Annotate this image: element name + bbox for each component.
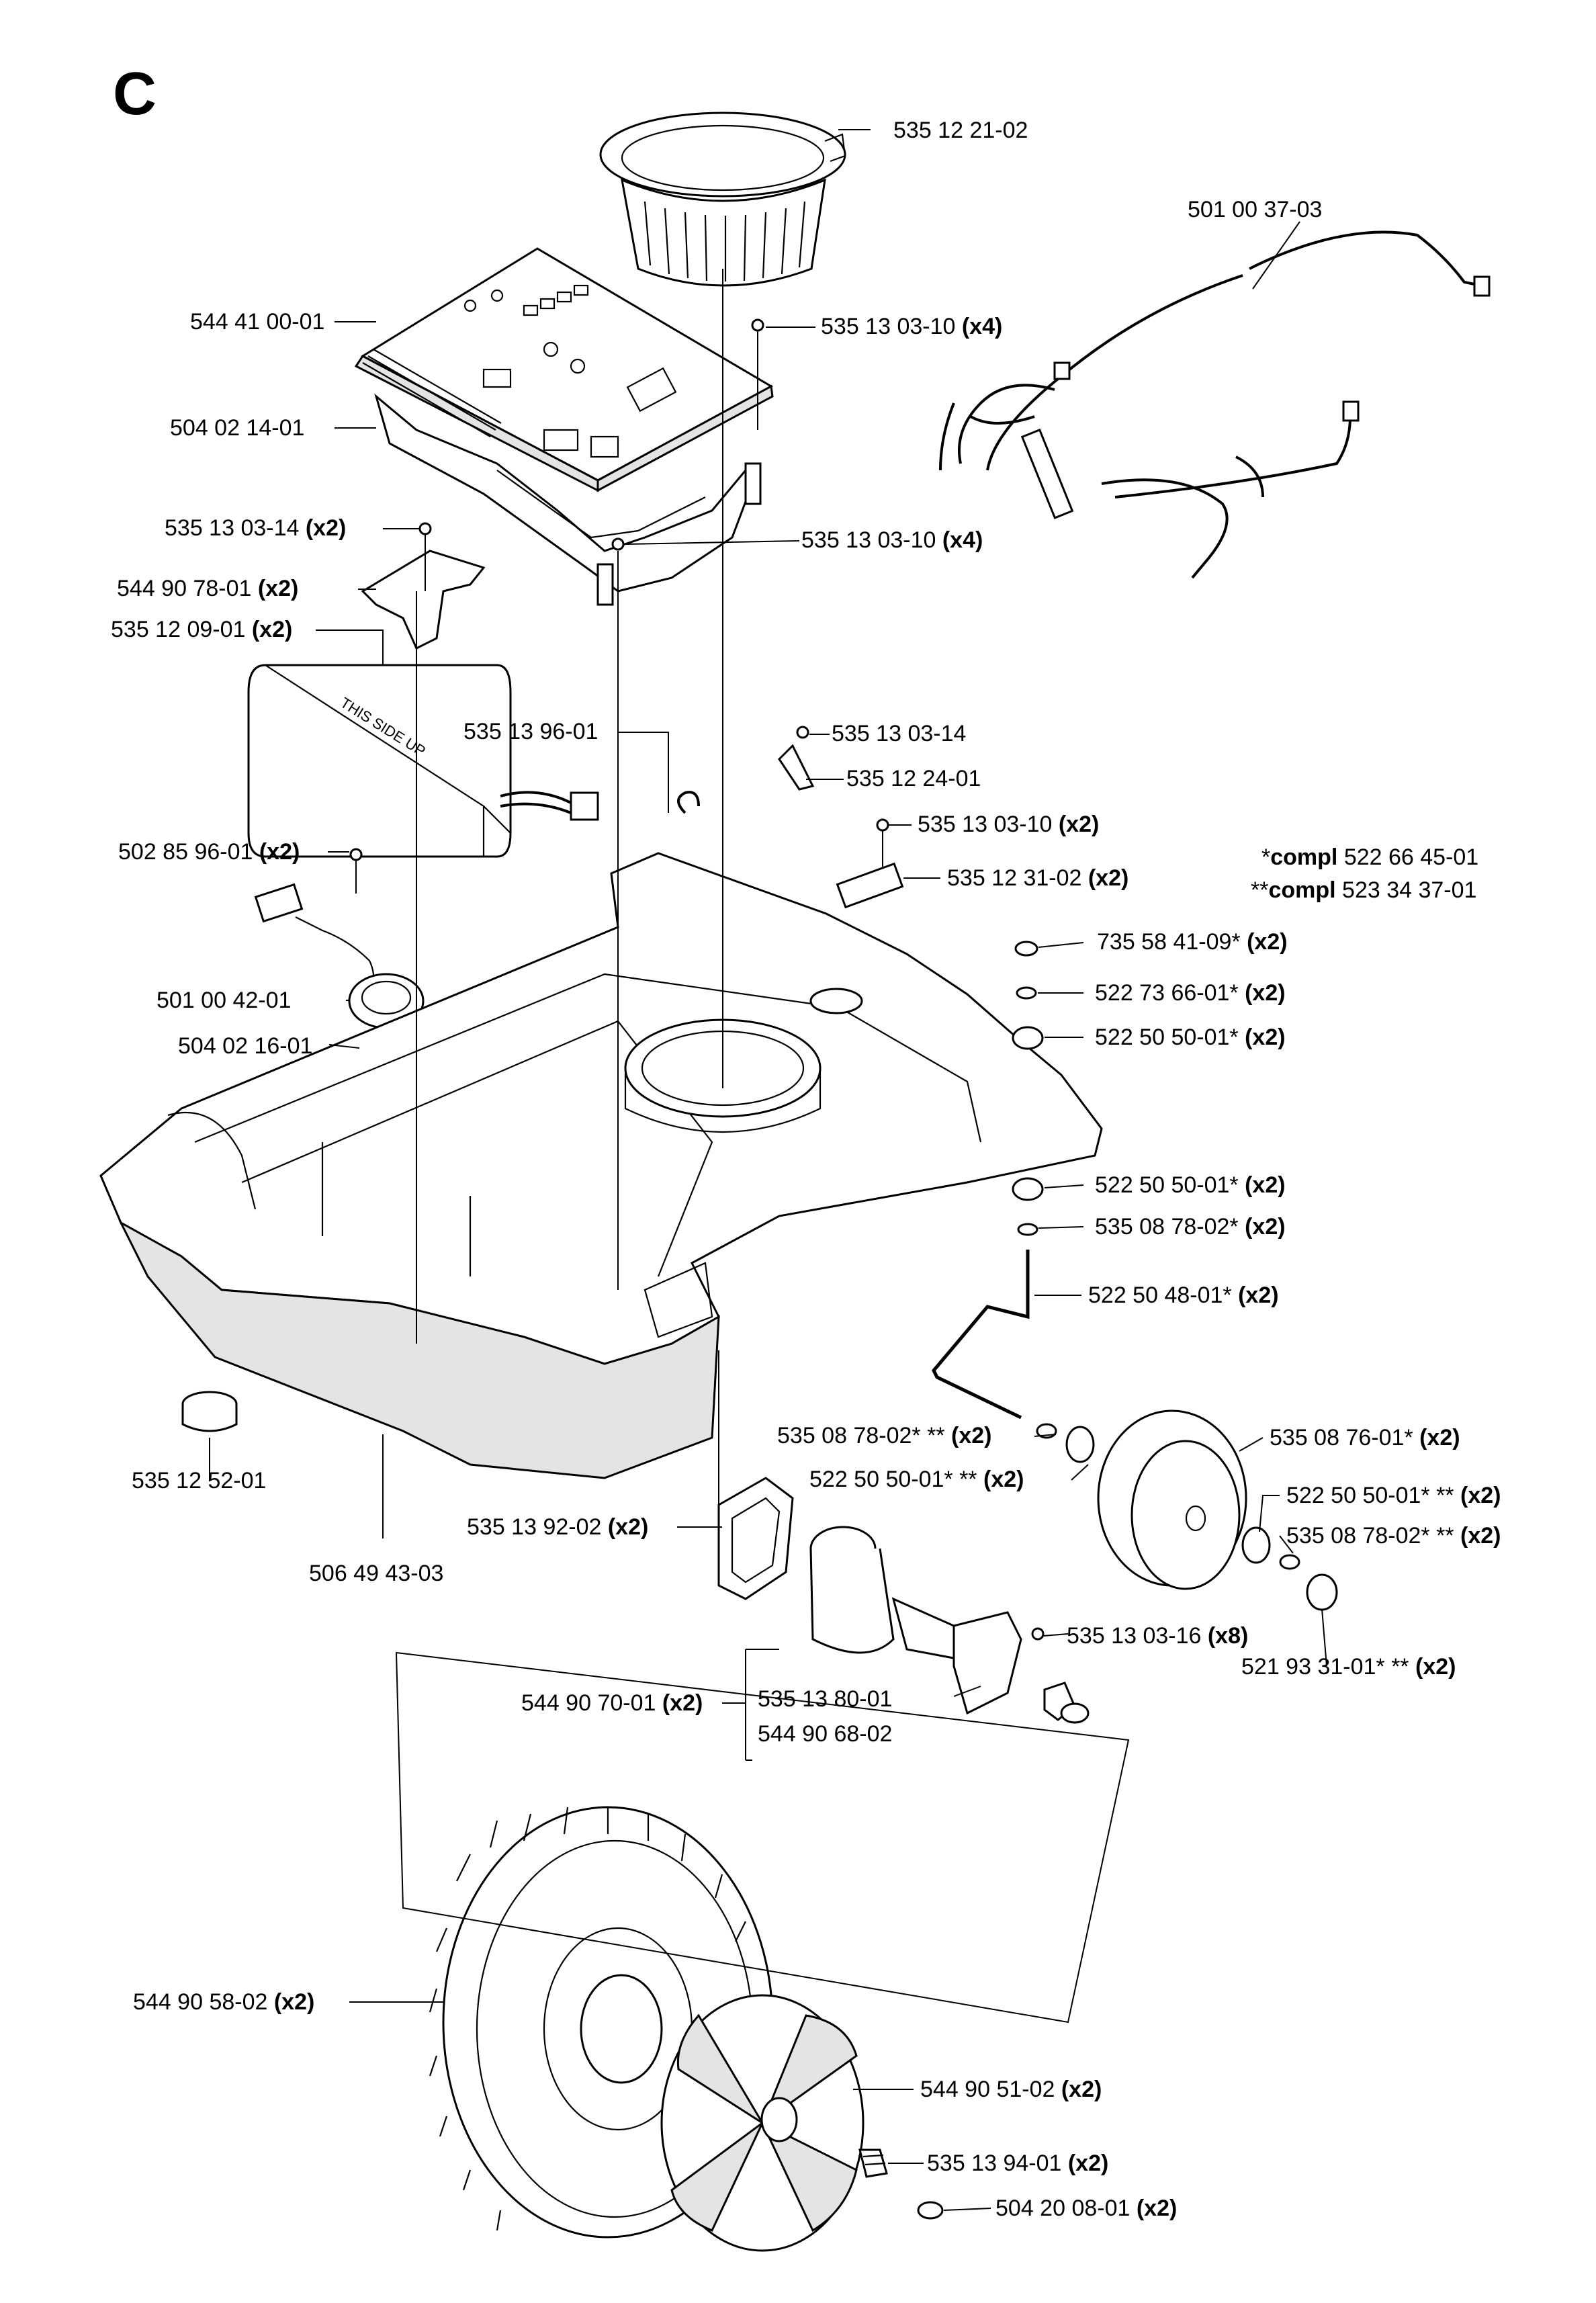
hub-screw — [858, 2148, 944, 2220]
label-501-00-42-01: 501 00 42-01 — [157, 988, 291, 1013]
leader-lines — [209, 129, 1327, 2211]
label-504-02-14-01: 504 02 14-01 — [170, 415, 304, 441]
label-535-12-52-01: 535 12 52-01 — [132, 1468, 266, 1493]
board-tray — [374, 393, 762, 606]
chassis-body — [99, 852, 1103, 1479]
label-544-90-51-02: 544 90 51-02 (x2) — [920, 2077, 1102, 2102]
height-adjust-ring — [599, 112, 846, 287]
label-535-13-94-01: 535 13 94-01 (x2) — [927, 2150, 1108, 2176]
label-522-50-50-01-a: 522 50 50-01* (x2) — [1095, 1025, 1286, 1050]
label-735-58-41-09: 735 58 41-09* (x2) — [1097, 929, 1288, 955]
label-535-13-96-01: 535 13 96-01 — [463, 719, 598, 744]
label-535-13-03-10-a: 535 13 03-10 (x4) — [821, 314, 1002, 339]
label-535-08-78-02-c: 535 08 78-02* ** (x2) — [1286, 1523, 1501, 1549]
label-535-12-31-02: 535 12 31-02 (x2) — [947, 865, 1128, 891]
label-544-90-58-02: 544 90 58-02 (x2) — [133, 1989, 314, 2015]
front-wheel-assembly — [932, 941, 1338, 1611]
label-535-12-09-01: 535 12 09-01 (x2) — [111, 617, 292, 642]
drive-motor — [809, 1526, 1090, 1724]
section-letter: C — [113, 60, 157, 128]
label-522-50-50-01-c: 522 50 50-01* ** (x2) — [809, 1467, 1024, 1492]
label-535-08-78-02-a: 535 08 78-02* (x2) — [1095, 1214, 1286, 1240]
label-522-73-66-01: 522 73 66-01* (x2) — [1095, 980, 1286, 1006]
label-521-93-31-01: 521 93 31-01* ** (x2) — [1241, 1654, 1456, 1680]
label-535-08-78-02-b: 535 08 78-02* ** (x2) — [777, 1423, 991, 1448]
label-522-50-48-01: 522 50 48-01* (x2) — [1088, 1283, 1279, 1308]
label-544-90-78-01: 544 90 78-01 (x2) — [117, 576, 298, 601]
label-544-90-68-02: 544 90 68-02 — [758, 1721, 892, 1747]
small-clips — [677, 744, 904, 909]
wiring-harness — [939, 230, 1491, 579]
label-535-13-03-10-b: 535 13 03-10 (x4) — [801, 527, 983, 553]
label-535-08-76-01: 535 08 76-01* (x2) — [1270, 1425, 1460, 1450]
note-compl-1: *compl 522 66 45-01 — [1261, 844, 1478, 870]
battery-bracket — [361, 550, 486, 650]
part-labels: 535 12 21-02 501 00 37-03 544 41 00-01 5… — [111, 118, 1501, 2221]
label-504-20-08-01: 504 20 08-01 (x2) — [995, 2196, 1177, 2221]
hub-cap — [660, 1994, 864, 2252]
label-501-00-37-03: 501 00 37-03 — [1188, 197, 1322, 222]
label-506-49-43-03: 506 49 43-03 — [309, 1561, 443, 1586]
note-compl-2: **compl 523 34 37-01 — [1251, 877, 1476, 903]
label-535-13-03-10-c: 535 13 03-10 (x2) — [918, 812, 1099, 837]
label-535-13-80-01: 535 13 80-01 — [758, 1686, 892, 1712]
label-544-90-70-01: 544 90 70-01 (x2) — [521, 1690, 703, 1716]
label-522-50-50-01-d: 522 50 50-01* ** (x2) — [1286, 1483, 1501, 1508]
label-504-02-16-01: 504 02 16-01 — [178, 1033, 312, 1059]
main-circuit-board — [354, 247, 774, 492]
battery-pack: THIS SIDE UP — [247, 664, 599, 858]
label-502-85-96-01: 502 85 96-01 (x2) — [118, 839, 300, 865]
label-535-12-24-01: 535 12 24-01 — [846, 766, 981, 791]
label-535-13-92-02: 535 13 92-02 (x2) — [467, 1514, 648, 1540]
label-522-50-50-01-b: 522 50 50-01* (x2) — [1095, 1172, 1286, 1198]
label-535-12-21-02: 535 12 21-02 — [893, 118, 1028, 143]
label-544-41-00-01: 544 41 00-01 — [190, 309, 324, 335]
label-535-13-03-14-b: 535 13 03-14 — [832, 721, 966, 746]
label-535-13-03-16: 535 13 03-16 (x8) — [1067, 1623, 1248, 1649]
motor-gasket — [717, 1477, 794, 1600]
label-535-13-03-14-a: 535 13 03-14 (x2) — [165, 515, 346, 541]
chassis-plug — [181, 1391, 238, 1432]
